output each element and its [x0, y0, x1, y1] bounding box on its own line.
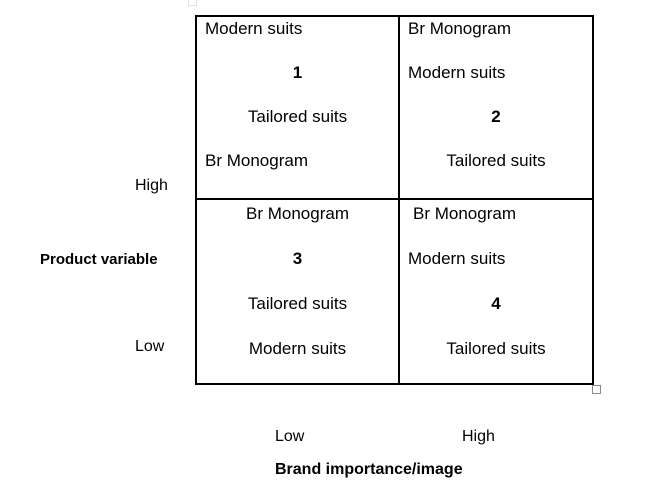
- quadrant-2-item: Tailored suits: [446, 151, 546, 170]
- quadrant-1-item: Tailored suits: [247, 107, 348, 126]
- quadrant-3-item: Modern suits: [248, 339, 347, 358]
- table-move-handle-artifact: [188, 0, 197, 6]
- y-axis-tick-low: Low: [135, 338, 165, 355]
- quadrant-2-item: Br Monogram: [408, 19, 511, 38]
- quadrant-3-item: Tailored suits: [247, 294, 348, 313]
- quadrant-4-number: 4: [491, 294, 501, 313]
- quadrant-3-item: Br Monogram: [246, 204, 349, 223]
- quadrant-4-item: Tailored suits: [446, 339, 546, 358]
- quadrant-1-item: Modern suits: [205, 19, 303, 38]
- quadrant-1-number: 1: [292, 63, 303, 82]
- quadrant-1-item: Br Monogram: [205, 151, 308, 170]
- quadrant-2-number: 2: [491, 107, 501, 126]
- y-axis-title: Product variable: [40, 251, 158, 268]
- quadrant-4: Br Monogram Modern suits 4 Tailored suit…: [400, 200, 592, 384]
- x-axis-tick-low: Low: [275, 428, 305, 445]
- quadrant-3-number: 3: [292, 249, 303, 268]
- table-resize-handle[interactable]: [592, 385, 601, 394]
- quadrant-4-item: Br Monogram: [413, 204, 516, 223]
- quadrant-3: Br Monogram 3 Tailored suits Modern suit…: [197, 200, 400, 384]
- quadrant-2: Br Monogram Modern suits 2 Tailored suit…: [400, 17, 592, 200]
- x-axis-tick-high: High: [462, 428, 495, 445]
- y-axis-tick-high: High: [135, 177, 168, 194]
- quadrant-4-item: Modern suits: [408, 249, 506, 268]
- x-axis-title: Brand importance/image: [275, 461, 463, 478]
- quadrant-matrix: Modern suits 1 Tailored suits Br Monogra…: [195, 15, 594, 385]
- quadrant-2-item: Modern suits: [408, 63, 506, 82]
- quadrant-1: Modern suits 1 Tailored suits Br Monogra…: [197, 17, 400, 200]
